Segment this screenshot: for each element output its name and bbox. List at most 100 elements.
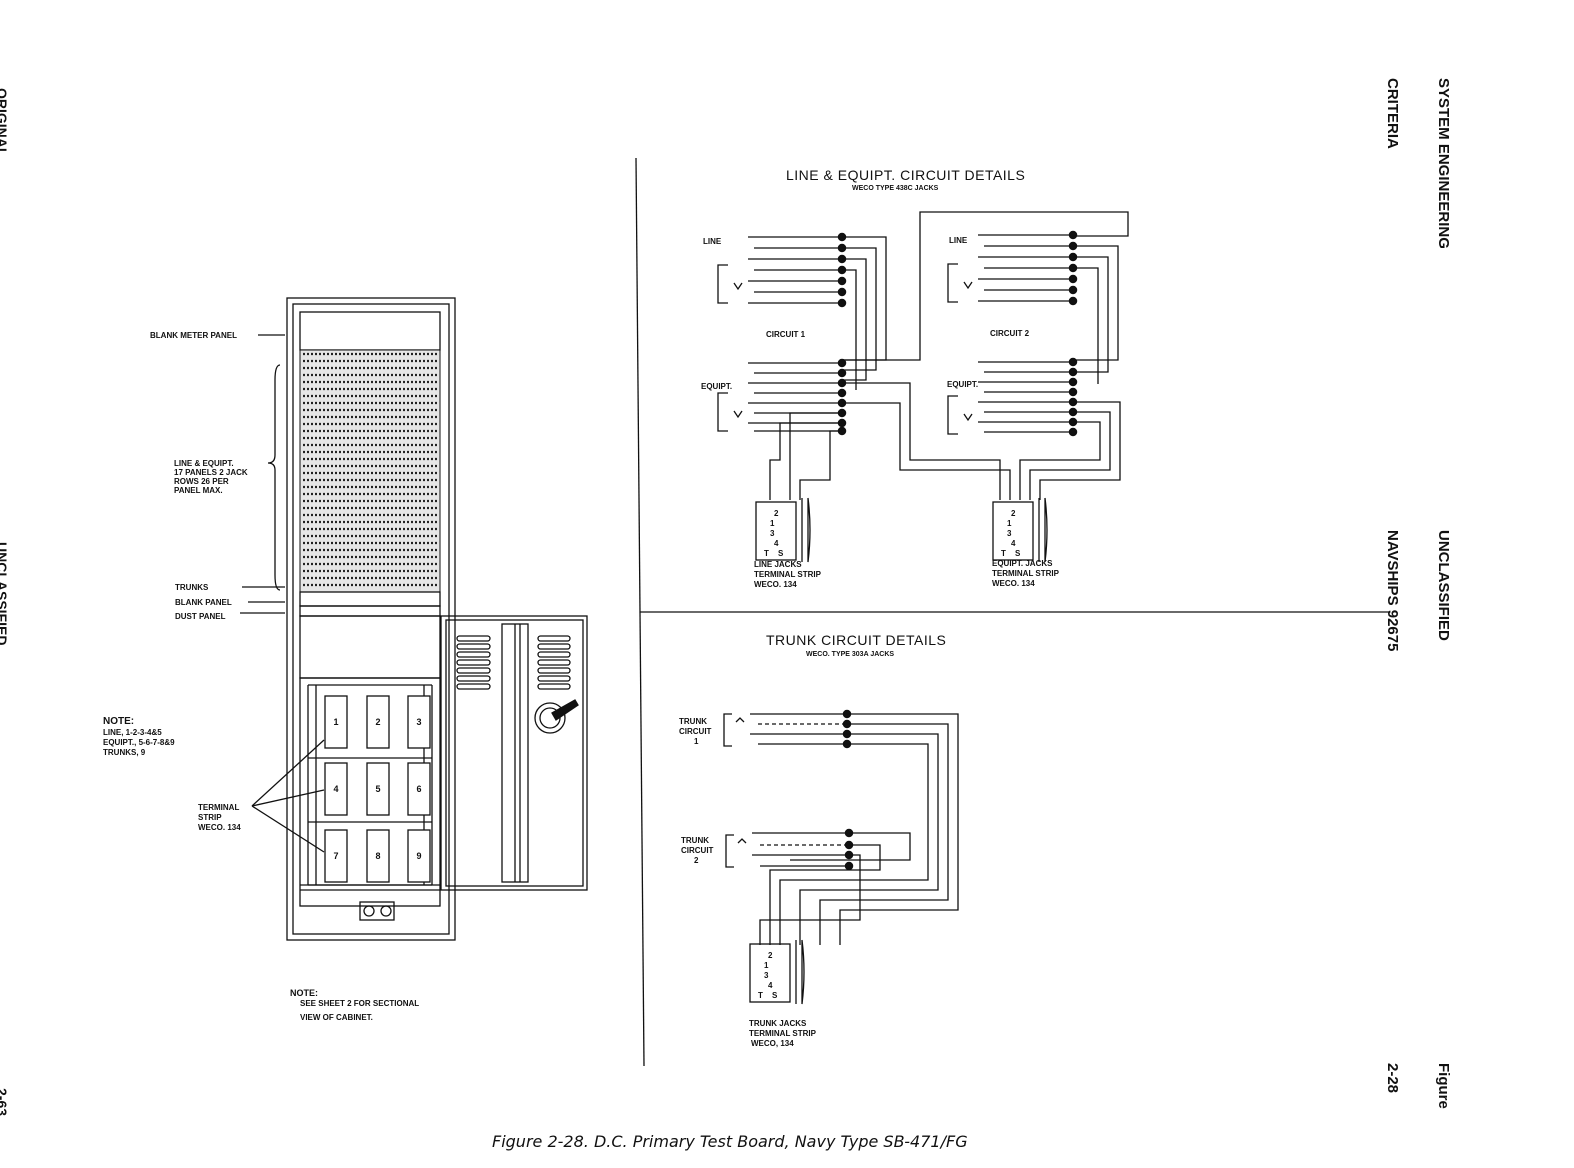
circuit-wire [842,382,1001,500]
vent-slot [537,667,571,674]
figure-caption: Figure 2-28. D.C. Primary Test Board, Na… [492,1132,968,1151]
jack-sleeve [717,264,728,304]
note-label: NOTE: [103,716,134,727]
terminal-number: 6 [416,784,421,794]
terminal-strip [992,501,1034,561]
terminal-dot [837,388,847,398]
line-equipt-label-1: LINE & EQUIPT. [174,459,234,468]
line-equipt-label-2: 17 PANELS 2 JACK [174,468,248,477]
circuit-1-label: CIRCUIT 1 [766,330,806,339]
terminal-dot [1068,296,1078,306]
strip-terminal-label: 2 [774,509,779,518]
terminal-strip [749,943,791,1003]
vent-slot [537,659,571,666]
trunk1-line-3: 1 [694,737,699,746]
strip-terminal-label: 2 [1011,509,1016,518]
sheet-note-line-1: SEE SHEET 2 FOR SECTIONAL [300,999,419,1008]
terminal-number: 3 [416,717,421,727]
trunk-terminal-dot [844,861,854,871]
line-equipt-title: LINE & EQUIPT. CIRCUIT DETAILS [786,167,1025,183]
strip-terminal-label: 2 [768,951,773,960]
vent-slot [456,667,491,674]
terminal-number: 2 [375,717,380,727]
trunk-jack-tip [737,838,747,844]
strip1-line-2: TERMINAL STRIP [754,570,822,579]
vent-slot [537,683,571,690]
terminal-dot [1068,387,1078,397]
terminal-number: 4 [333,784,338,794]
dust-panel-label: DUST PANEL [175,612,226,621]
terminal-strip-label-3: WECO. 134 [198,823,241,832]
strip-terminal-label: S [772,991,778,1000]
cabinet-terminal-blocks [324,695,431,883]
strip-terminal-label: S [778,549,784,558]
circuit-2-label: CIRCUIT 2 [990,329,1030,338]
jack-tip [963,413,973,422]
terminal-dot [837,287,847,297]
strip-terminal-label: T [1001,549,1006,558]
terminal-number: 5 [375,784,380,794]
trunk-title: TRUNK CIRCUIT DETAILS [766,632,946,648]
circuit-wire [842,402,1011,500]
terminal-block [407,762,431,816]
circuit-wire [842,211,1129,361]
vent-slot [456,635,491,642]
trunk2-line-2: CIRCUIT [681,846,714,855]
jack-tip [963,281,973,290]
trunk-wire [769,844,881,945]
strip-mount [795,939,805,1005]
terminal-number: 9 [416,851,421,861]
terminal-dot [1068,230,1078,240]
sheet-note-line-2: VIEW OF CABINET. [300,1013,373,1022]
vent-slot [456,643,491,650]
terminal-block [324,695,348,749]
terminal-block [407,695,431,749]
circuit-wire [842,236,887,361]
circuit-wire [1073,267,1099,384]
trunk-wire [819,723,949,945]
trunk-wire [759,854,861,945]
vent-slot [537,643,571,650]
strip2-line-3: WECO. 134 [992,579,1035,588]
trunk-wire [839,713,959,945]
circuit-wire [1039,401,1121,500]
terminal-number: 8 [375,851,380,861]
door-vents [456,635,571,690]
strip-terminal-label: 1 [764,961,769,970]
terminal-dot [1068,427,1078,437]
trunk-strip-line-3: WECO, 134 [751,1039,794,1048]
circuit-wire [799,430,842,500]
trunk2-line-1: TRUNK [681,836,709,845]
strip-terminal-label: 3 [770,529,775,538]
terminal-block [366,695,390,749]
trunk-wire [799,733,939,945]
strip1-line-1: LINE JACKS [754,560,802,569]
terminal-block [324,762,348,816]
strip-mount [801,497,811,563]
trunk1-line-1: TRUNK [679,717,707,726]
note-equipt: EQUIPT., 5-6-7-8&9 [103,738,175,747]
circuit-wire [1073,245,1119,361]
circuit-wiring [717,211,1129,563]
terminal-dot [1068,285,1078,295]
line-equipt-label-4: PANEL MAX. [174,486,223,495]
strip-mount [1038,497,1048,563]
jack-sleeve [947,395,958,435]
strip-terminal-label: 3 [1007,529,1012,538]
vent-slot [537,651,571,658]
terminal-dot [1068,377,1078,387]
terminal-block [324,829,348,883]
strip-terminal-label: 3 [764,971,769,980]
trunk-jack-sleeve [723,713,732,747]
strip2-line-2: TERMINAL STRIP [992,569,1060,578]
terminal-strip-label-1: TERMINAL [198,803,239,812]
strip-terminal-label: 4 [768,981,773,990]
trunk-wire [779,743,929,945]
circuit-wire [842,269,857,390]
circuit-wire [789,412,842,500]
strip-terminal-label: 4 [774,539,779,548]
strip-terminal-label: T [758,991,763,1000]
terminal-strip-label-2: STRIP [198,813,222,822]
vent-slot [456,659,491,666]
